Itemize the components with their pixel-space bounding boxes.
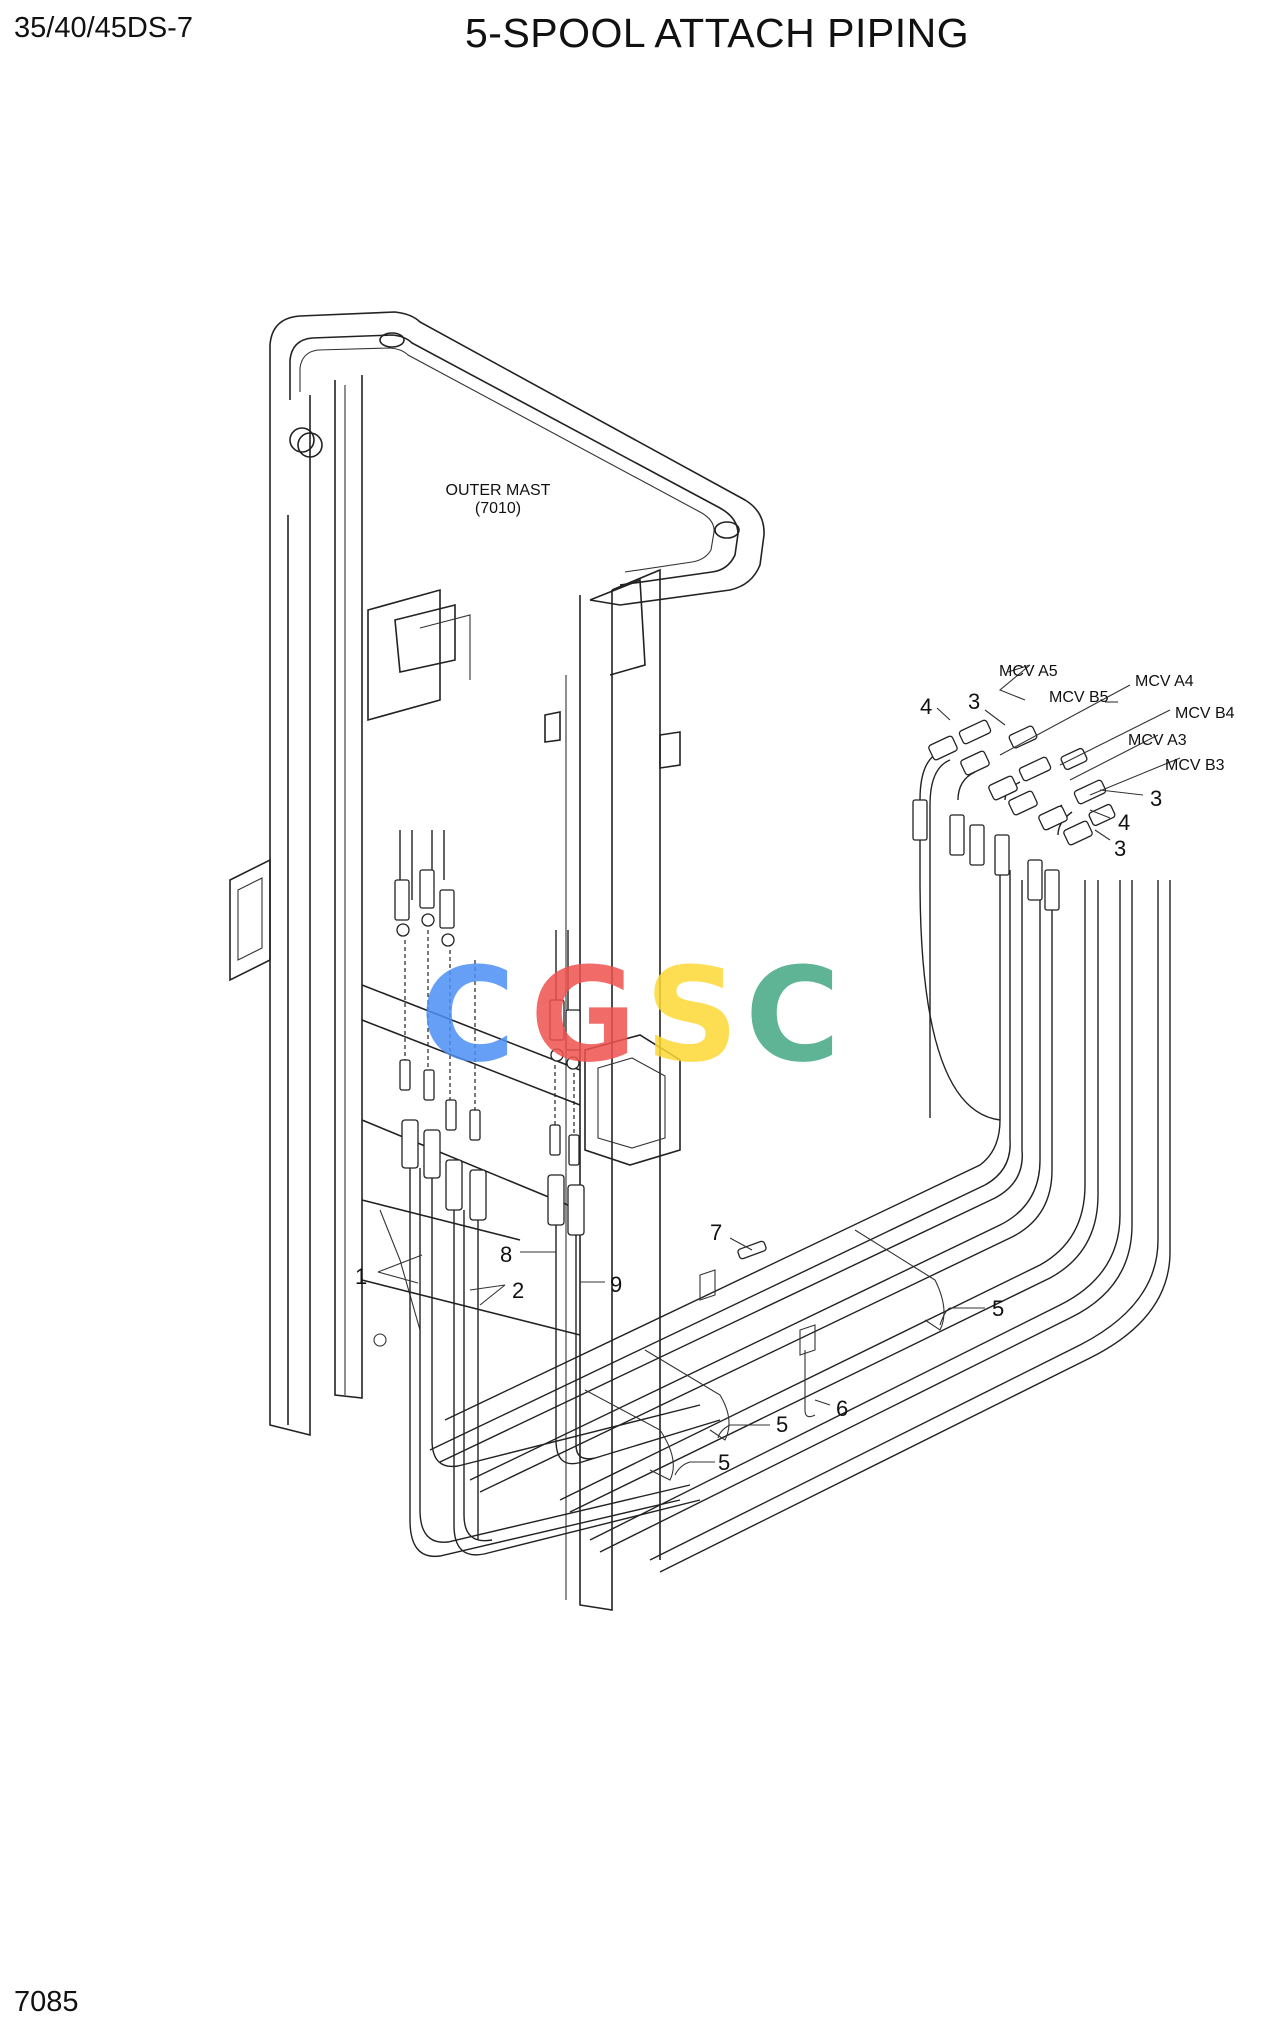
callout-4b: 4 bbox=[1118, 810, 1130, 835]
watermark-letter-c2: C bbox=[745, 939, 840, 1091]
callout-3a: 3 bbox=[968, 689, 980, 714]
callout-3c: 3 bbox=[1114, 836, 1126, 861]
outer-mast-label: OUTER MAST bbox=[446, 482, 551, 499]
mcv-a5-label: MCV A5 bbox=[999, 663, 1058, 680]
watermark-letter-s: S bbox=[645, 939, 739, 1091]
callout-6: 6 bbox=[836, 1396, 848, 1421]
callout-8: 8 bbox=[500, 1242, 512, 1267]
outer-mast bbox=[229, 311, 765, 1611]
hose-group-middle bbox=[547, 930, 721, 1465]
watermark-letter-g: G bbox=[530, 939, 637, 1091]
hose-group-left bbox=[394, 830, 701, 1558]
callout-3b: 3 bbox=[1150, 786, 1162, 811]
leader-lines bbox=[377, 664, 1181, 1476]
page-number: 7085 bbox=[14, 1986, 79, 2018]
mcv-a4-label: MCV A4 bbox=[1135, 673, 1194, 690]
callout-2: 2 bbox=[512, 1278, 524, 1303]
mcv-b3-label: MCV B3 bbox=[1165, 757, 1225, 774]
callout-9: 9 bbox=[610, 1272, 622, 1297]
callout-5a: 5 bbox=[992, 1296, 1004, 1321]
mcv-b5-label: MCV B5 bbox=[1049, 689, 1109, 706]
callout-4a: 4 bbox=[920, 694, 932, 719]
callout-1: 1 bbox=[355, 1264, 367, 1289]
page-title: 5-SPOOL ATTACH PIPING bbox=[465, 10, 970, 56]
outer-mast-code: (7010) bbox=[475, 500, 521, 517]
tube-bundle bbox=[429, 719, 1171, 1573]
clamps bbox=[584, 1229, 945, 1481]
callout-5c: 5 bbox=[718, 1450, 730, 1475]
model-number: 35/40/45DS-7 bbox=[14, 12, 193, 44]
watermark-letter-c1: C bbox=[420, 939, 515, 1091]
mcv-a3-label: MCV A3 bbox=[1128, 732, 1187, 749]
callout-7: 7 bbox=[710, 1220, 722, 1245]
mcv-b4-label: MCV B4 bbox=[1175, 705, 1235, 722]
callout-5b: 5 bbox=[776, 1412, 788, 1437]
watermark-logo: C G S C bbox=[420, 939, 840, 1091]
